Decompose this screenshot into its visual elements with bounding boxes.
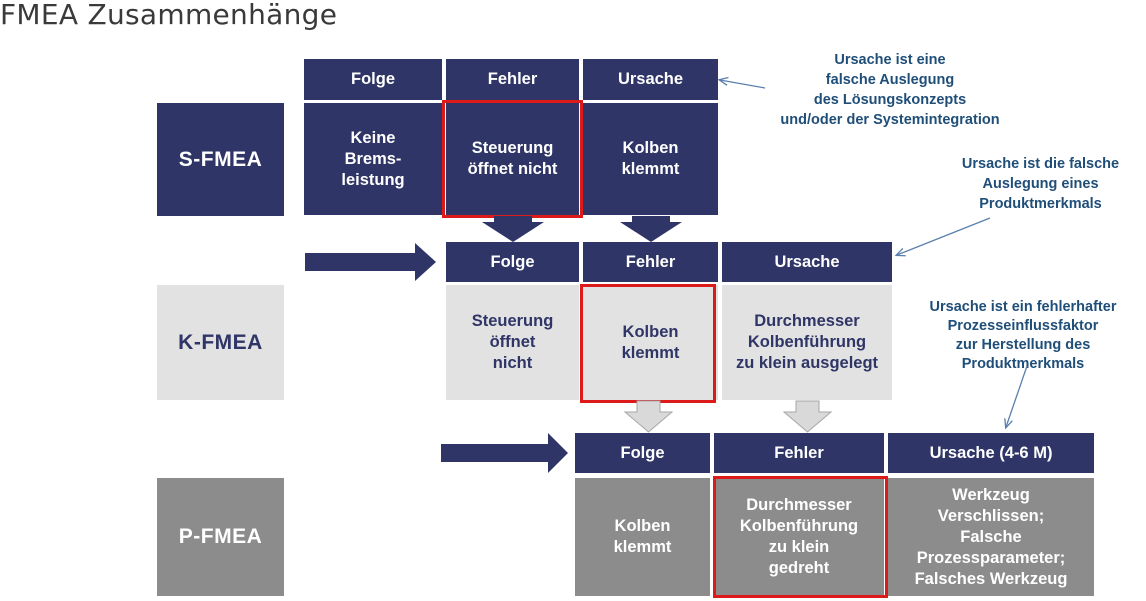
k-fmea-header-fehler: Fehler <box>583 242 718 282</box>
note-produktmerkmal: Ursache ist die falsche Auslegung eines … <box>961 156 1120 212</box>
p-fmea-highlight-frame <box>713 476 888 598</box>
arrow-right-to-k-fmea <box>305 243 436 281</box>
page-title: FMEA Zusammenhänge <box>0 0 338 31</box>
k-fmea-header-ursache: Ursache <box>722 242 892 282</box>
s-fmea-cell-ursache: Kolben klemmt <box>583 103 718 215</box>
arrow-down-k-fehler-to-p-folge <box>623 400 674 433</box>
p-fmea-header-fehler: Fehler <box>714 433 884 473</box>
p-fmea-cell-fehler: Durchmesser Kolbenführung zu klein gedre… <box>714 478 884 596</box>
k-fmea-cell-fehler: Kolben klemmt <box>583 285 718 400</box>
p-fmea-label: P-FMEA <box>157 478 284 596</box>
p-fmea-header-ursache: Ursache (4-6 M) <box>888 433 1094 473</box>
note-systemintegration: Ursache ist eine falsche Auslegung des L… <box>780 52 1000 128</box>
p-fmea-header-folge: Folge <box>575 433 710 473</box>
s-fmea-header-ursache: Ursache <box>583 59 718 100</box>
arrow-down-fehler-to-k-folge <box>482 216 544 242</box>
s-fmea-header-folge: Folge <box>304 59 442 100</box>
s-fmea-label: S-FMEA <box>157 103 284 216</box>
arrow-down-ursache-to-k-fehler <box>620 216 682 242</box>
k-fmea-label: K-FMEA <box>157 285 284 400</box>
pointer-note-3 <box>1006 365 1028 427</box>
s-fmea-cell-fehler: Steuerung öffnet nicht <box>446 103 579 215</box>
arrow-right-to-p-fmea <box>441 433 568 473</box>
k-fmea-header-folge: Folge <box>446 242 579 282</box>
p-fmea-cell-ursache: Werkzeug Verschlissen; Falsche Prozesspa… <box>888 478 1094 596</box>
k-fmea-cell-ursache: Durchmesser Kolbenführung zu klein ausge… <box>722 285 892 400</box>
note-prozesseinflussfaktor: Ursache ist ein fehlerhafter Prozesseinf… <box>929 299 1117 372</box>
s-fmea-cell-folge: Keine Brems- leistung <box>304 103 442 215</box>
p-fmea-cell-folge: Kolben klemmt <box>575 478 710 596</box>
k-fmea-cell-folge: Steuerung öffnet nicht <box>446 285 579 400</box>
s-fmea-header-fehler: Fehler <box>446 59 579 100</box>
pointer-note-1 <box>720 80 766 89</box>
pointer-note-2 <box>897 217 991 255</box>
arrow-down-k-ursache-to-p-fehler <box>782 400 833 433</box>
